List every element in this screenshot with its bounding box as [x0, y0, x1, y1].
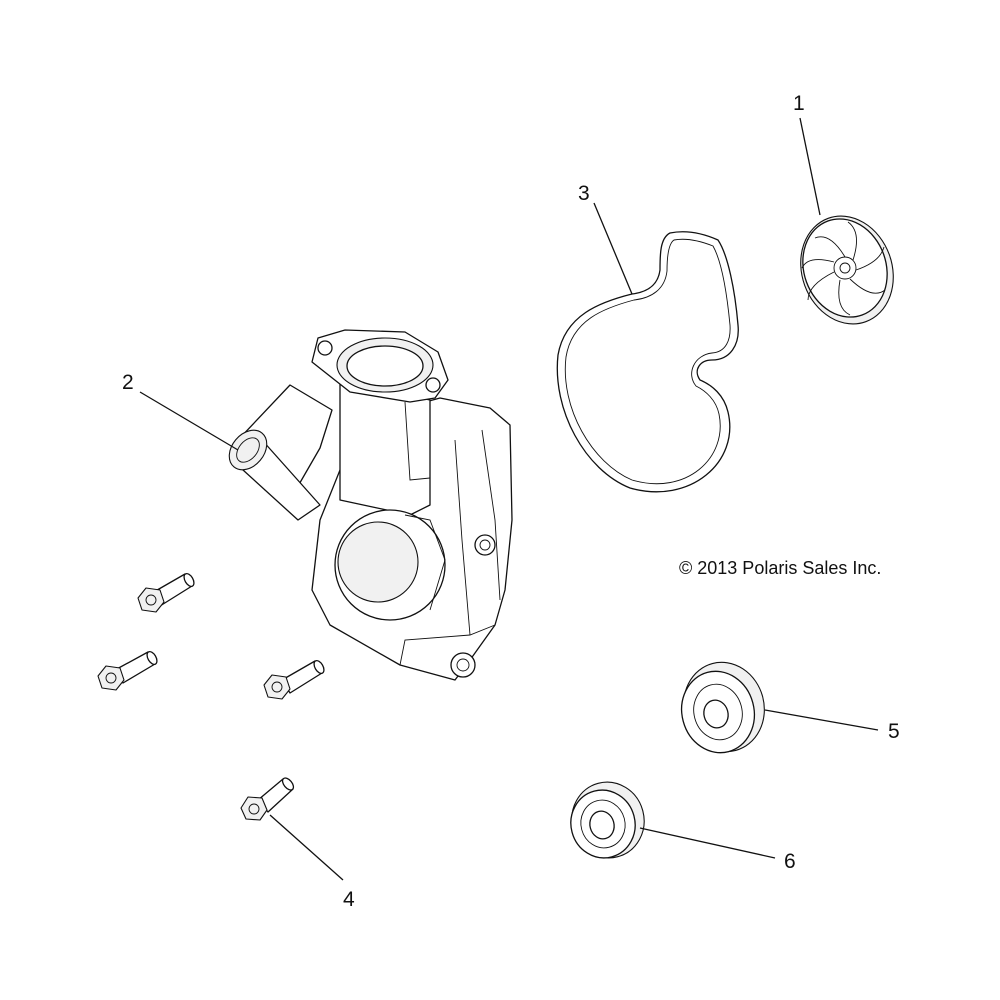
leader-line-6 [639, 827, 776, 859]
flange-bolt-3 [263, 659, 325, 700]
flange-bolt-4 [240, 777, 295, 821]
flange-bolt-1 [137, 572, 195, 613]
leader-line-3 [593, 202, 633, 295]
leader-line-4 [269, 814, 344, 881]
seal [680, 661, 765, 754]
oil-seal [570, 781, 645, 859]
impeller [800, 215, 894, 325]
callout-4: 4 [343, 888, 355, 911]
callout-1: 1 [793, 92, 805, 115]
callout-6: 6 [784, 850, 796, 873]
leader-line-5 [764, 709, 879, 731]
callout-2: 2 [122, 371, 134, 394]
leader-line-2 [139, 391, 239, 451]
copyright-text: © 2013 Polaris Sales Inc. [679, 558, 881, 578]
water-pump-housing [228, 329, 513, 681]
flange-bolt-2 [97, 650, 158, 691]
callout-5: 5 [888, 720, 900, 743]
gasket [556, 231, 739, 493]
leader-line-1 [799, 117, 821, 216]
callout-3: 3 [578, 182, 590, 205]
